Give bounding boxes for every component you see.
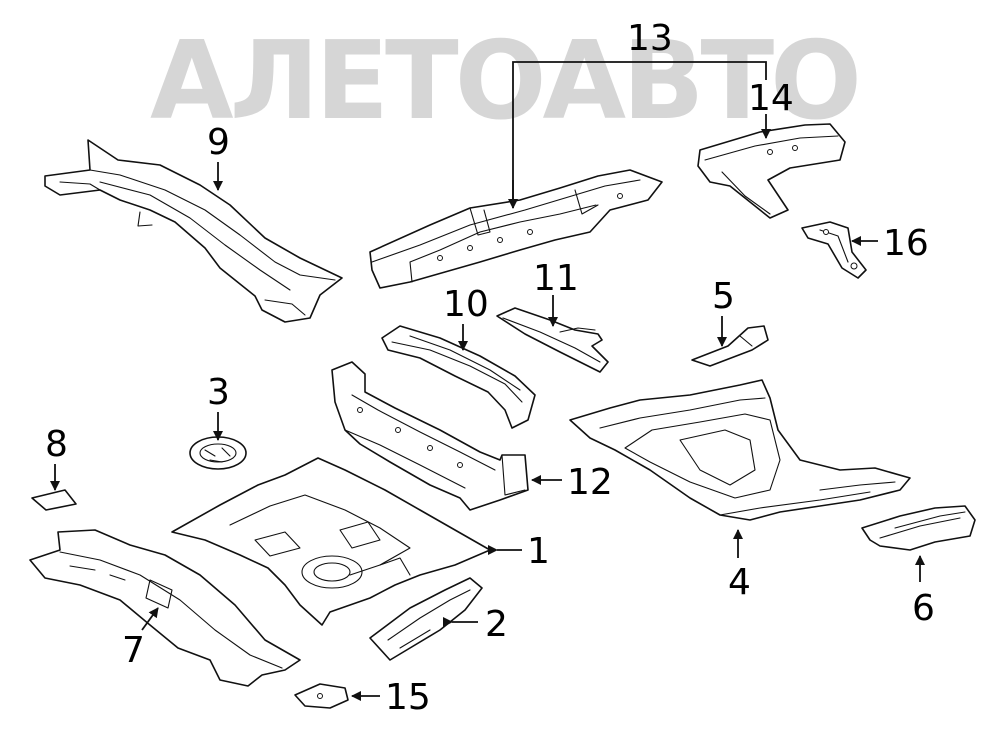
part-6-floor-extension [861, 505, 976, 551]
callout-7: 7 [122, 630, 145, 671]
part-13-rear-side-member-right [369, 169, 663, 289]
callout-12: 12 [567, 462, 613, 503]
part-2-floor-bracket [369, 577, 483, 661]
callout-10: 10 [443, 284, 489, 325]
callout-4: 4 [728, 562, 751, 603]
callout-9: 9 [207, 122, 230, 163]
part-4-rear-floor-pan [569, 379, 911, 521]
part-14-side-member-extension [697, 123, 846, 219]
part-8-plate [31, 489, 77, 511]
part-11-crossmember-reinforcement [496, 307, 609, 373]
leader-13 [512, 61, 767, 208]
watermark-text: АЛЕТОАВТО [150, 19, 858, 144]
part-9-rear-side-member-left [44, 139, 343, 323]
leader-7 [141, 607, 159, 631]
callout-3: 3 [207, 372, 230, 413]
watermark-logo: АЛЕТОАВТО [150, 19, 862, 144]
callout-14: 14 [748, 78, 794, 119]
part-3-plug [189, 436, 247, 470]
part-12-rear-floor-crossmember [331, 361, 529, 511]
part-16-bracket [801, 221, 867, 279]
part-5-gusset [691, 325, 769, 367]
callout-15: 15 [385, 677, 431, 718]
leader-lines [50, 61, 925, 701]
part-10-floor-crossmember [381, 325, 536, 429]
callout-6: 6 [912, 588, 935, 629]
part-1-rear-floor-panel [171, 457, 491, 626]
callout-8: 8 [45, 424, 68, 465]
callout-5: 5 [712, 276, 735, 317]
callout-2: 2 [485, 604, 508, 645]
part-15-bracket [294, 683, 349, 709]
callout-11: 11 [533, 258, 579, 299]
callout-13: 13 [627, 18, 673, 59]
callout-1: 1 [527, 531, 550, 572]
part-7-rear-side-member [29, 529, 301, 687]
callout-16: 16 [883, 223, 929, 264]
callout-labels: 1 2 3 4 5 6 7 8 9 10 11 12 13 14 15 16 [45, 18, 935, 718]
